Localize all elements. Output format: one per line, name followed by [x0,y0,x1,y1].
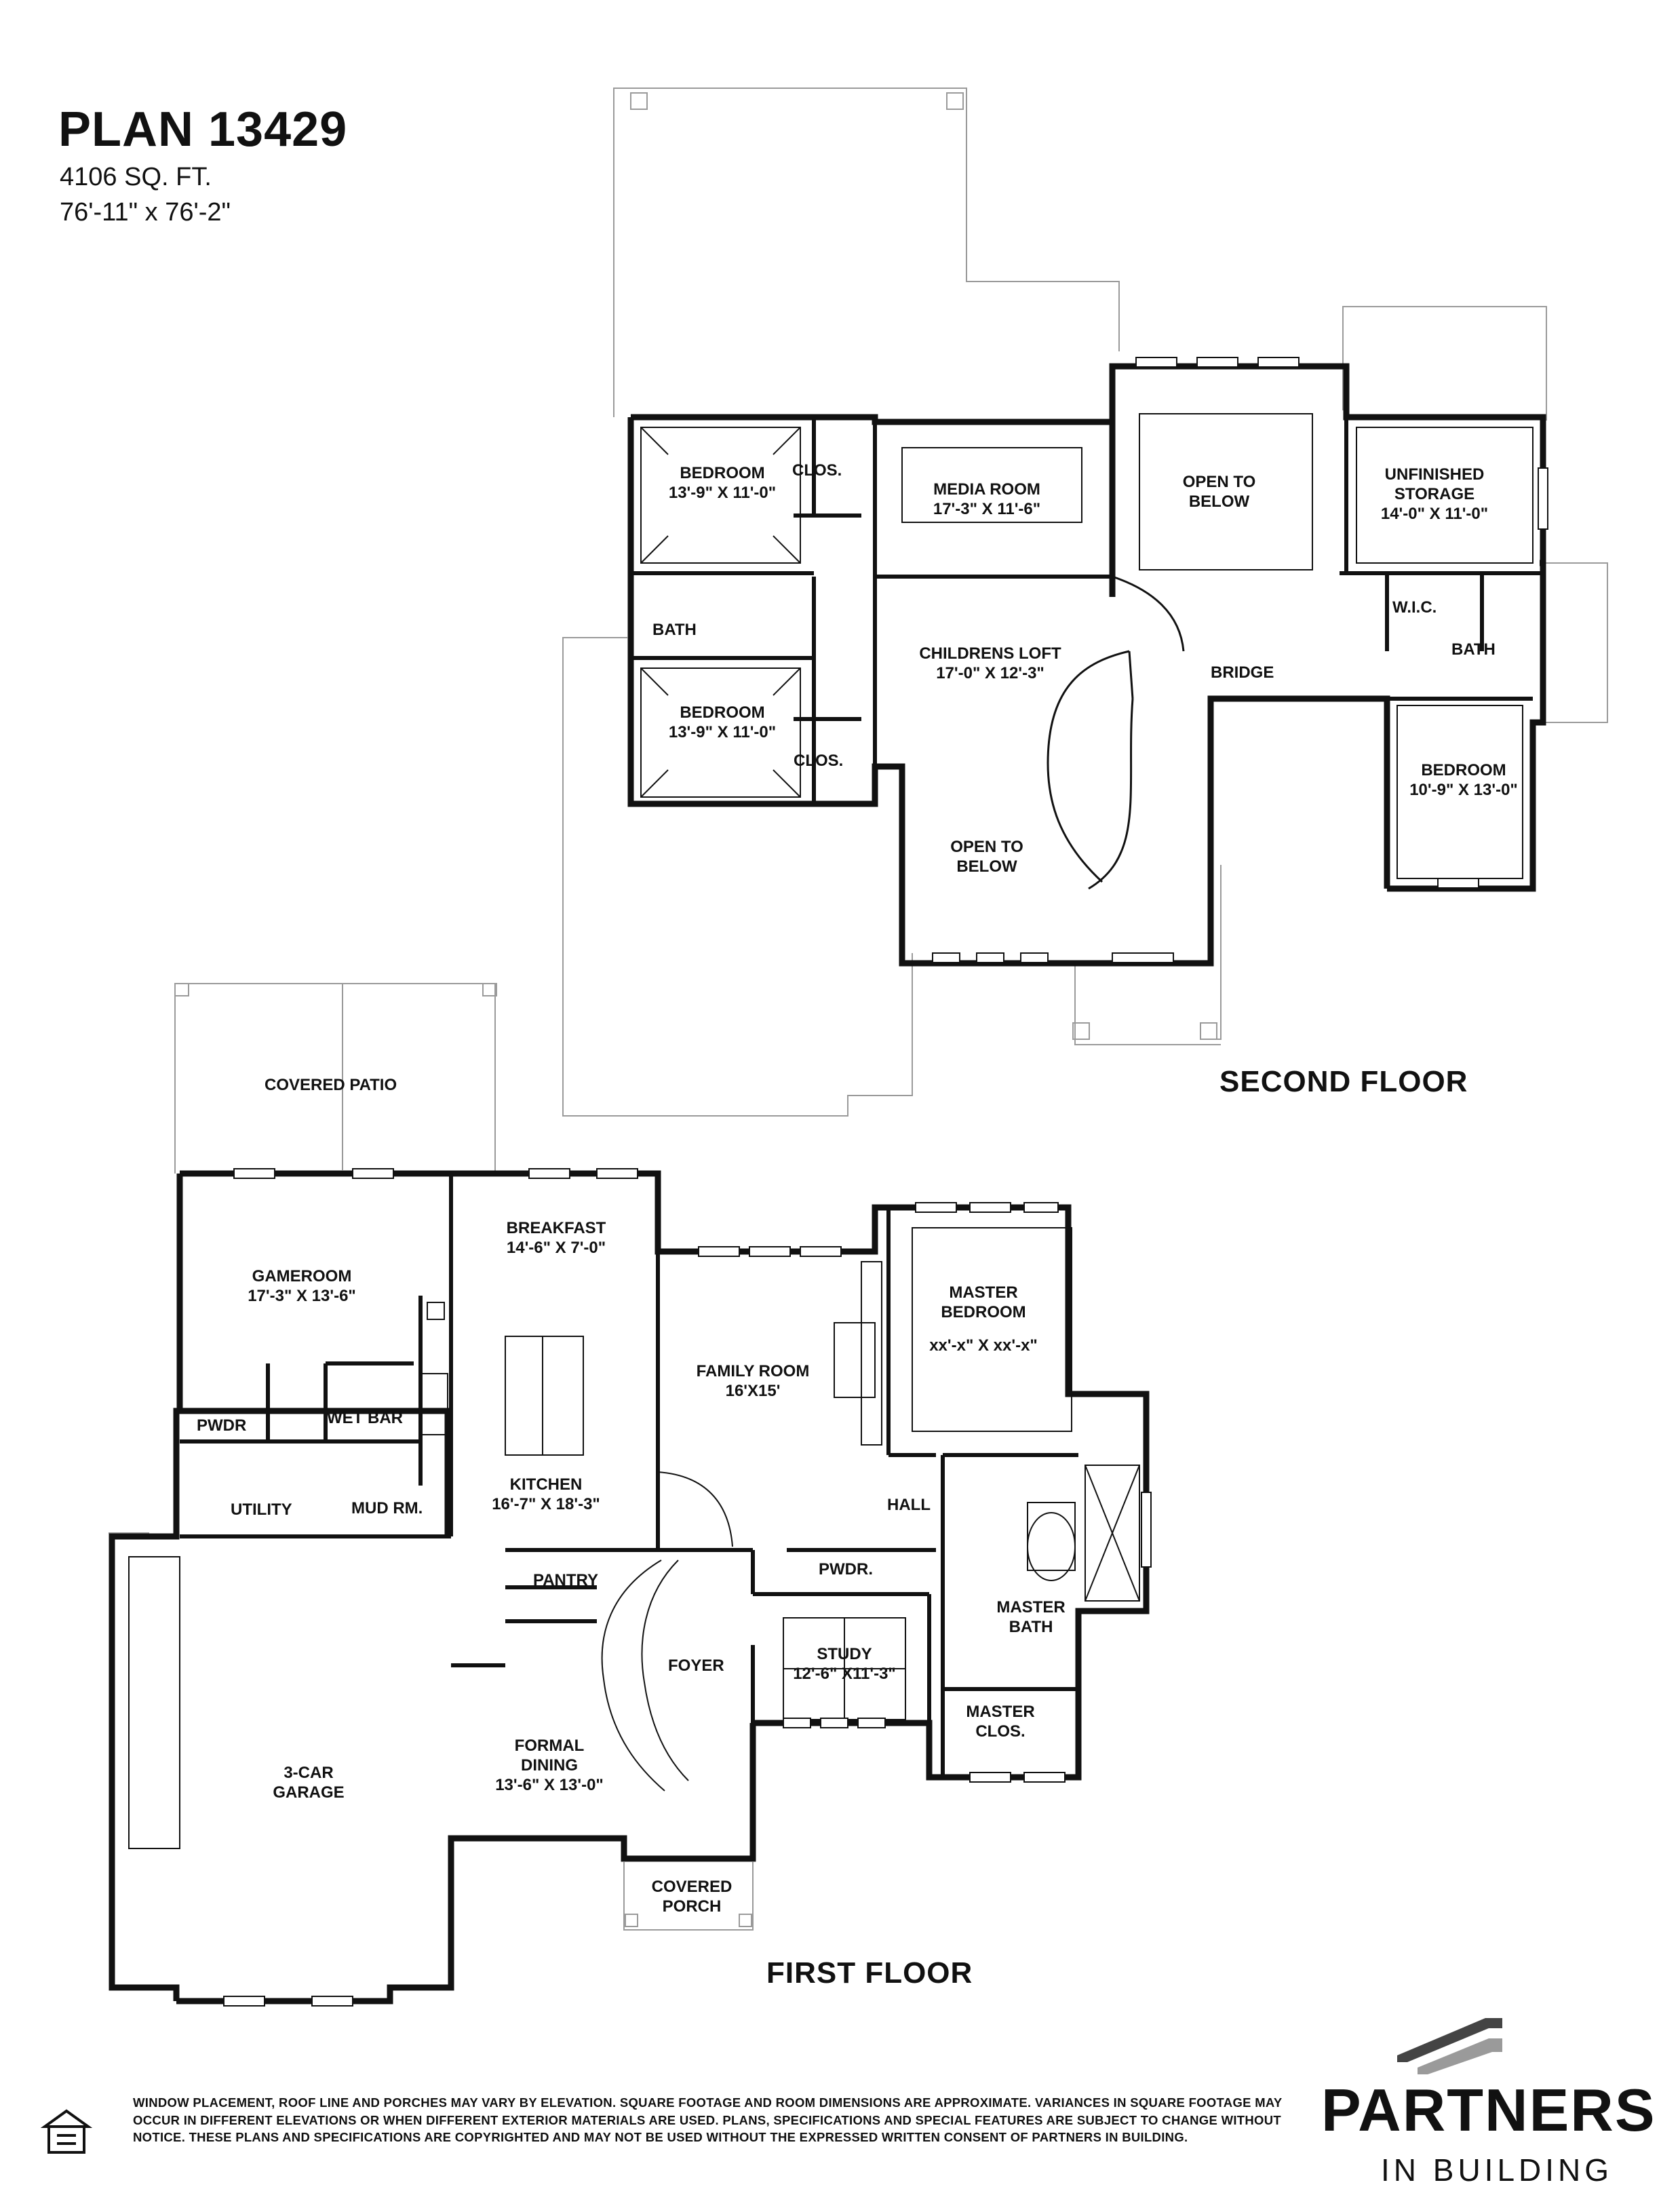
second-floor-roof-outline [562,88,1608,1117]
room-label-hall: HALL [887,1496,931,1514]
second-floor-windows [932,357,1548,963]
first-floor-outdoor-outline [109,983,754,1931]
first-floor-interior-walls [180,1174,1078,1777]
room-label-childrens-loft: CHILDRENS LOFT 17'-0" X 12'-3" [919,644,1061,682]
room-label-closet-bottom: CLOS. [794,752,844,770]
room-label-foyer: FOYER [668,1657,724,1675]
room-label-pantry: PANTRY [533,1571,598,1589]
room-label-master-bedroom: MASTER BEDROOM [941,1283,1026,1321]
room-label-master-bath: MASTER BATH [996,1598,1066,1636]
room-label-kitchen: KITCHEN 16'-7" X 18'-3" [492,1475,600,1513]
first-floor-details [128,1227,1140,1849]
disclaimer-text: WINDOW PLACEMENT, ROOF LINE AND PORCHES … [133,2095,1283,2145]
room-label-covered-porch: COVERED PORCH [651,1878,732,1916]
room-label-wet-bar: WET BAR [327,1409,403,1427]
room-label-bedroom-bottom: BEDROOM 13'-9" X 11'-0" [668,703,777,741]
room-label-breakfast: BREAKFAST 14'-6" X 7'-0" [506,1219,606,1257]
first-floor-drawing [109,983,1152,2007]
room-label-open-to-below-lower: OPEN TO BELOW [950,838,1023,876]
room-label-bath-left: BATH [652,621,697,639]
room-label-wic: W.I.C. [1392,598,1437,617]
brand-name: PARTNERS [1321,2076,1656,2144]
room-label-utility: UTILITY [231,1500,292,1519]
second-floor-walls [627,363,1546,967]
plan-dimensions: 76'-11" x 76'-2" [60,198,231,227]
brand-subtitle: IN BUILDING [1381,2152,1614,2188]
room-label-powder-left: PWDR [197,1416,247,1435]
second-floor-ceiling-trays [640,413,1534,879]
second-floor-drawing [562,88,1608,1117]
room-label-powder-right: PWDR. [819,1560,873,1578]
room-label-bedroom-right: BEDROOM 10'-9" X 13'-0" [1409,761,1518,799]
room-label-master-bedroom-dims: xx'-x" X xx'-x" [929,1336,1038,1355]
room-label-garage: 3-CAR GARAGE [273,1764,345,1802]
room-label-unfinished-storage: UNFINISHED STORAGE 14'-0" X 11'-0" [1380,465,1489,523]
partners-logo-mark [1397,2018,1502,2074]
room-label-media-room: MEDIA ROOM 17'-3" X 11'-6" [933,480,1041,518]
equal-housing-opportunity-icon [40,2109,93,2154]
room-label-open-to-below-top: OPEN TO BELOW [1182,473,1256,511]
plan-square-footage: 4106 SQ. FT. [60,163,212,191]
room-label-closet-top: CLOS. [792,461,842,480]
second-floor-spiral-stair [1047,575,1185,890]
room-label-bath-right: BATH [1451,640,1496,659]
plan-title: PLAN 13429 [58,102,348,157]
room-label-bridge: BRIDGE [1211,663,1274,682]
room-label-master-closet: MASTER CLOS. [966,1703,1035,1741]
room-label-gameroom: GAMEROOM 17'-3" X 13'-6" [248,1267,356,1305]
first-floor-windows [223,1168,1152,2007]
room-label-formal-dining: FORMAL DINING 13'-6" X 13'-0" [495,1737,604,1794]
room-label-mud-room: MUD RM. [351,1499,423,1517]
second-floor-interior-walls [631,417,1543,804]
room-label-covered-patio: COVERED PATIO [265,1076,397,1094]
room-label-family-room: FAMILY ROOM 16'X15' [696,1362,810,1400]
room-label-study: STUDY 12'-6" X11'-3" [793,1645,896,1683]
room-label-bedroom-top: BEDROOM 13'-9" X 11'-0" [668,464,777,502]
floor-label-first: FIRST FLOOR [766,1956,973,1990]
floor-label-second: SECOND FLOOR [1219,1065,1468,1098]
